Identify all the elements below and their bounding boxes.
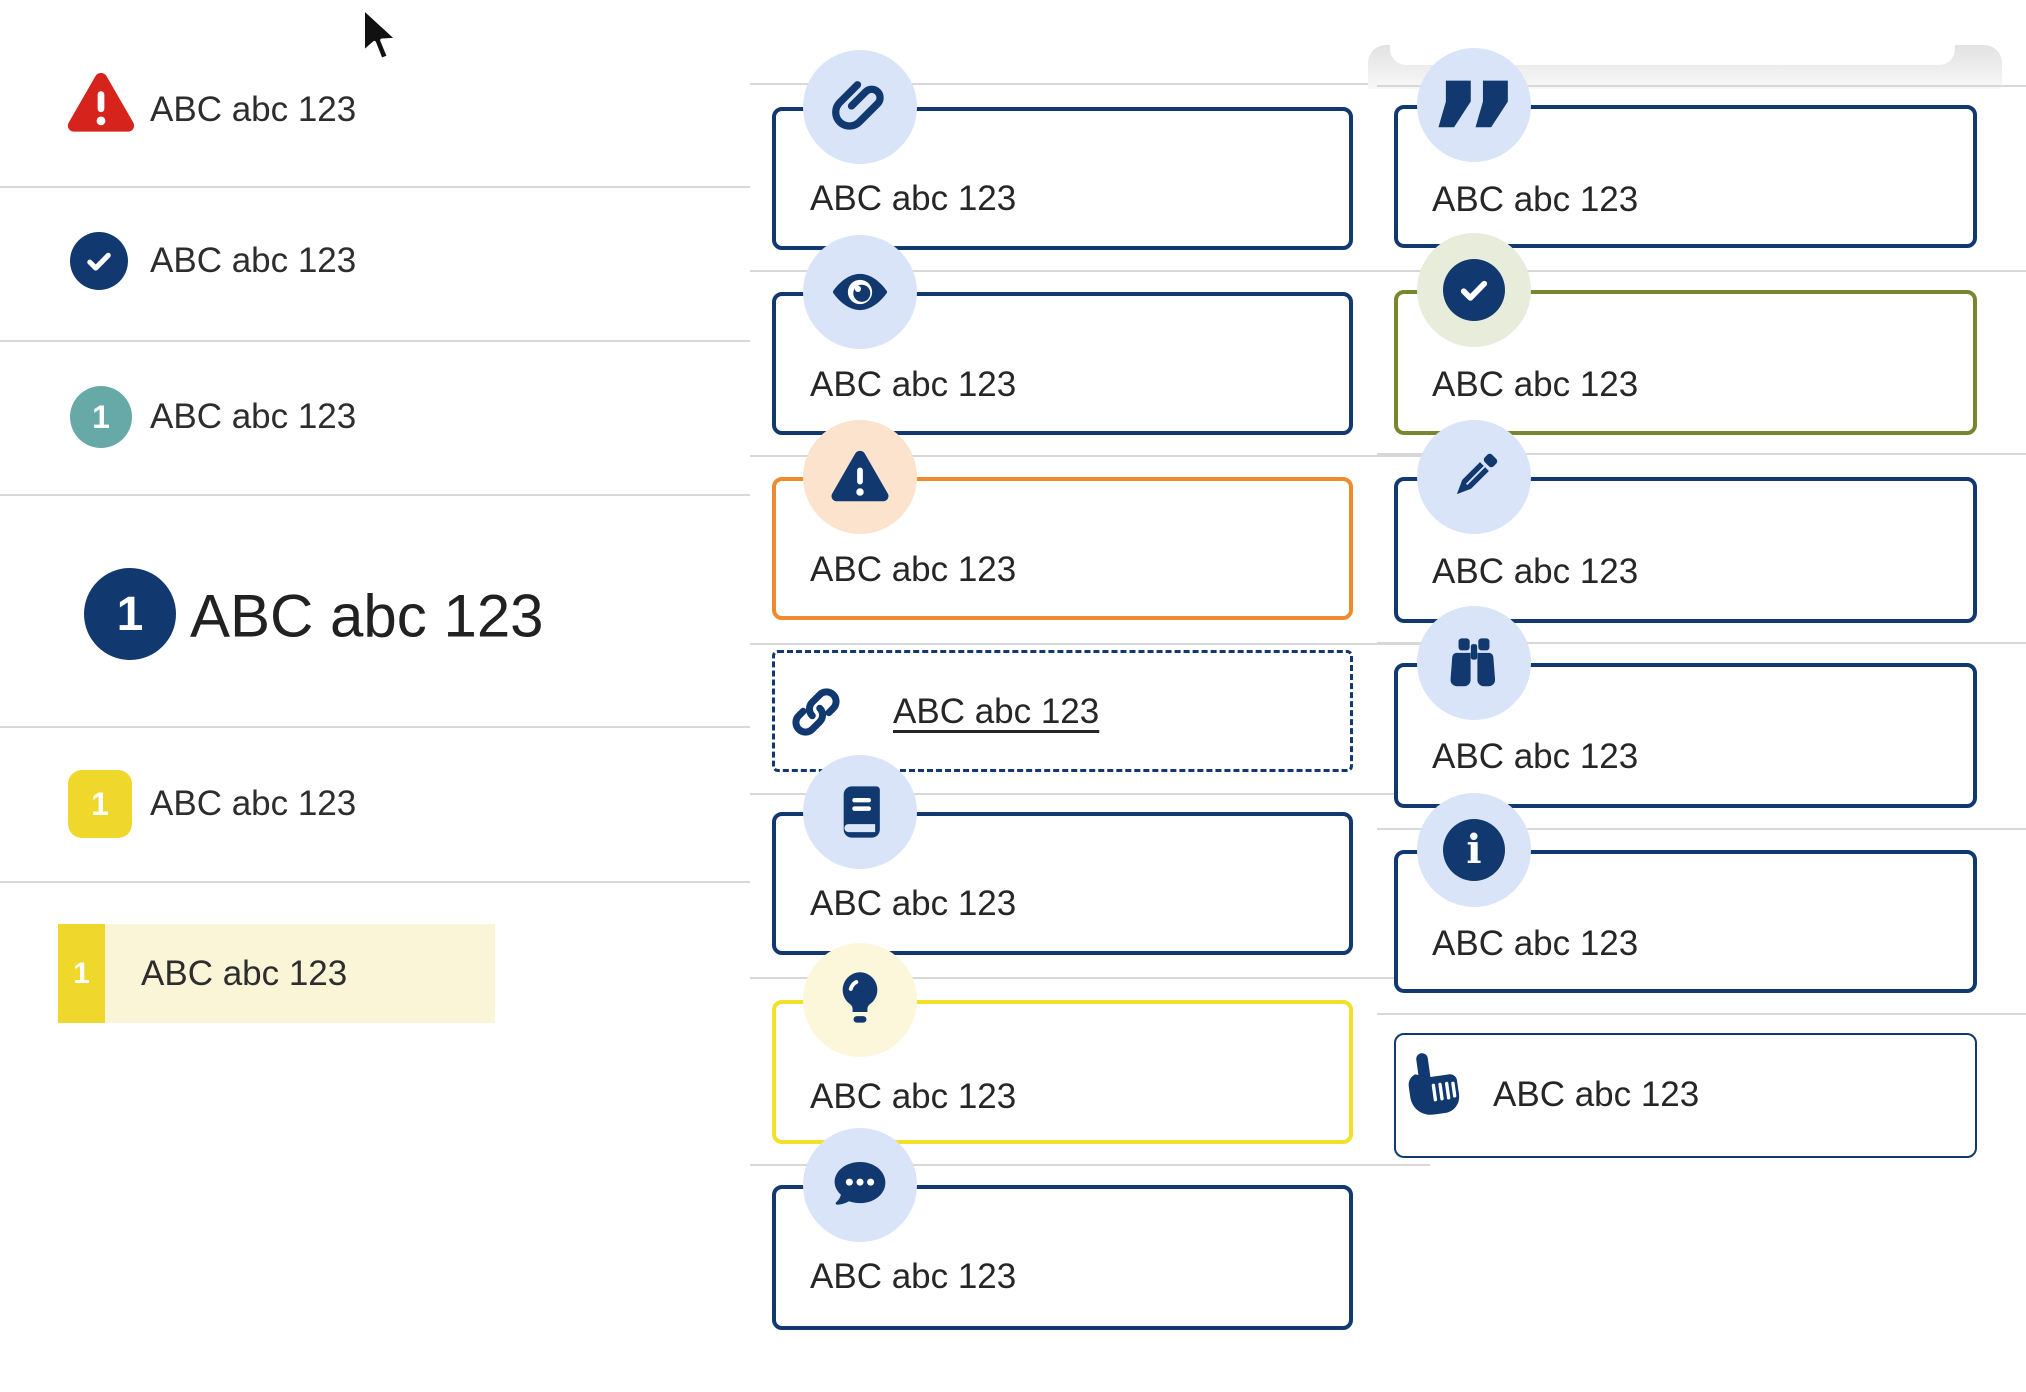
- chat-icon: [803, 1128, 917, 1242]
- divider: [750, 1164, 1430, 1166]
- list-item-label: ABC abc 123: [150, 90, 357, 129]
- divider: [750, 455, 1430, 457]
- check-circle-icon: [70, 232, 128, 290]
- list-item-label: ABC abc 123: [150, 397, 357, 436]
- callout-box-hand: [1394, 1033, 1977, 1158]
- list-item-label: ABC abc 123: [150, 241, 357, 280]
- large-number-badge: 1: [84, 568, 176, 660]
- highlighted-row[interactable]: 1 ABC abc 123: [58, 924, 495, 1023]
- callout-label: ABC abc 123: [810, 365, 1017, 404]
- callout-label: ABC abc 123: [810, 1257, 1017, 1296]
- callout-label: ABC abc 123: [810, 884, 1017, 923]
- list-item-label-large: ABC abc 123: [190, 582, 544, 650]
- callout-label: ABC abc 123: [810, 1077, 1017, 1116]
- warning-icon: [803, 420, 917, 534]
- callout-label: ABC abc 123: [1432, 552, 1639, 591]
- yellow-number-badge: 1: [68, 770, 132, 838]
- callout-box-link: [772, 650, 1353, 772]
- warning-triangle-icon: [66, 72, 136, 136]
- link[interactable]: ABC abc 123: [893, 692, 1100, 731]
- list-item-label: ABC abc 123: [141, 954, 348, 993]
- check-circle-icon: [1417, 233, 1531, 347]
- eye-icon: [803, 235, 917, 349]
- book-icon: [803, 755, 917, 869]
- hand-point-icon: [1402, 1046, 1469, 1121]
- divider: [0, 881, 750, 883]
- info-icon: i: [1417, 793, 1531, 907]
- callout-label: ABC abc 123: [1432, 924, 1639, 963]
- teal-number-badge: 1: [70, 386, 132, 448]
- callout-label: ABC abc 123: [810, 550, 1017, 589]
- callout-label: ABC abc 123: [810, 179, 1017, 218]
- divider: [750, 977, 1430, 979]
- mouse-cursor-icon: [360, 4, 406, 70]
- divider: [1377, 85, 2026, 87]
- list-item-label: ABC abc 123: [150, 784, 357, 823]
- callout-label: ABC abc 123: [1493, 1075, 1700, 1114]
- divider: [750, 270, 1430, 272]
- lightbulb-icon: [803, 943, 917, 1057]
- divider: [1377, 1013, 2026, 1015]
- divider: [1377, 270, 2026, 272]
- link-icon: [788, 684, 844, 740]
- callout-label: ABC abc 123: [1432, 180, 1639, 219]
- divider: [1377, 828, 2026, 830]
- divider: [0, 340, 750, 342]
- peek-notch: [1390, 45, 1955, 65]
- binoculars-icon: [1417, 606, 1531, 720]
- callout-box-warning: [772, 477, 1353, 620]
- divider: [1377, 453, 2026, 455]
- callout-label: ABC abc 123: [1432, 365, 1639, 404]
- yellow-tab-badge: 1: [58, 924, 105, 1023]
- divider: [750, 793, 1430, 795]
- divider: [0, 186, 750, 188]
- pencil-icon: [1417, 420, 1531, 534]
- quote-icon: ”: [1417, 48, 1531, 162]
- divider: [750, 643, 1430, 645]
- callout-label: ABC abc 123: [1432, 737, 1639, 776]
- divider: [0, 494, 750, 496]
- divider: [0, 726, 750, 728]
- divider: [1377, 642, 2026, 644]
- divider: [750, 83, 1430, 85]
- paperclip-icon: [803, 50, 917, 164]
